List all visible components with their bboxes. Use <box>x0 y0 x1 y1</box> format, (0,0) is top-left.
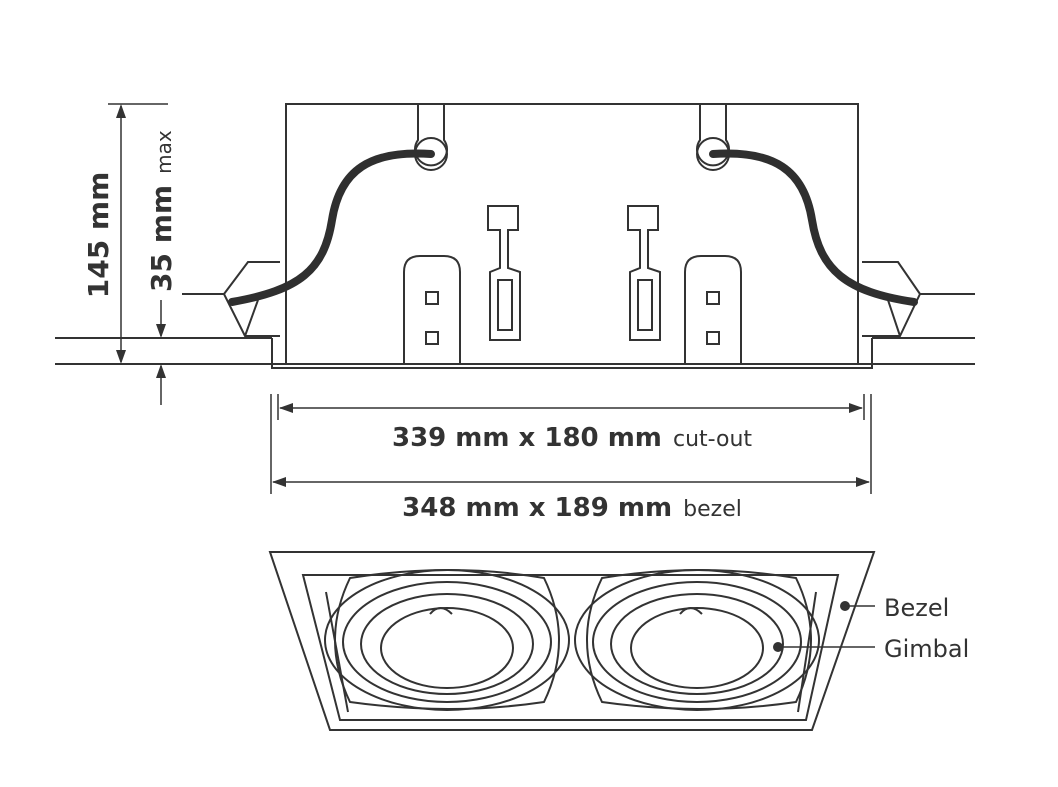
height-35-suffix: max <box>152 130 176 174</box>
gimbal-left-ring-inner <box>360 593 534 695</box>
width-dimensions <box>270 394 872 494</box>
gimbal-right-lens <box>630 607 764 689</box>
screw-right-bottom <box>706 331 720 345</box>
gimbal-left-ring-outer <box>324 569 570 711</box>
gimbal-left-lens <box>380 607 514 689</box>
height-35-label: 35 mm max <box>145 130 178 292</box>
side-view <box>55 103 975 369</box>
screw-right-top <box>706 291 720 305</box>
housing-box <box>285 103 859 365</box>
height-35-arrow-top <box>156 324 166 338</box>
cutout-label: 339 mm x 180 mm cut-out <box>392 423 752 453</box>
gimbal-left <box>324 569 570 711</box>
cables <box>228 149 918 306</box>
screw-left-bottom <box>425 331 439 345</box>
bezel-arrow-right <box>856 477 870 487</box>
height-145-arrow-bottom <box>116 350 126 364</box>
cutout-arrow-left <box>279 403 293 413</box>
cable-right <box>709 149 918 306</box>
callouts: Bezel Gimbal <box>773 594 969 663</box>
cutout-arrow-right <box>849 403 863 413</box>
latch-right <box>627 205 661 341</box>
bezel-inner-edge-left <box>325 591 349 713</box>
spring-clip-left <box>182 261 280 337</box>
height-145-arrow-top <box>116 104 126 118</box>
cutout-value: 339 mm x 180 mm <box>392 423 662 453</box>
gimbal-right-ring-outer <box>574 569 820 711</box>
bezel-outer-frame <box>268 551 876 731</box>
bezel-arrow-left <box>272 477 286 487</box>
driver-block-left <box>403 255 461 364</box>
spring-clip-right <box>862 261 975 337</box>
driver-block-right <box>684 255 742 364</box>
cable-mount-right <box>696 104 730 167</box>
screw-left-top <box>425 291 439 305</box>
bottom-view <box>268 551 876 731</box>
gimbal-left-notch <box>429 607 453 615</box>
cutout-suffix: cut-out <box>673 427 752 452</box>
cable-left <box>228 149 435 306</box>
bezel-value: 348 mm x 189 mm <box>402 493 672 523</box>
bezel-inner-frame <box>301 574 840 721</box>
height-145-label: 145 mm <box>82 172 115 299</box>
gimbal-right-notch <box>679 607 703 615</box>
gimbal-right-ring-mid <box>592 581 802 703</box>
bezel-suffix: bezel <box>683 497 742 522</box>
gimbal-callout-label: Gimbal <box>884 635 969 663</box>
bezel-callout-label: Bezel <box>884 594 949 622</box>
gimbal-left-ring-mid <box>342 581 552 703</box>
cable-mount-left <box>414 104 448 167</box>
gimbal-right-frame <box>586 569 812 710</box>
height-dimensions <box>108 103 168 405</box>
gimbal-right-ring-inner <box>610 593 784 695</box>
height-35-arrow-bottom <box>156 364 166 378</box>
bezel-dimension-label: 348 mm x 189 mm bezel <box>402 493 742 523</box>
latch-left <box>487 205 521 341</box>
height-35-value: 35 mm <box>145 185 178 292</box>
gimbal-right <box>574 569 820 711</box>
